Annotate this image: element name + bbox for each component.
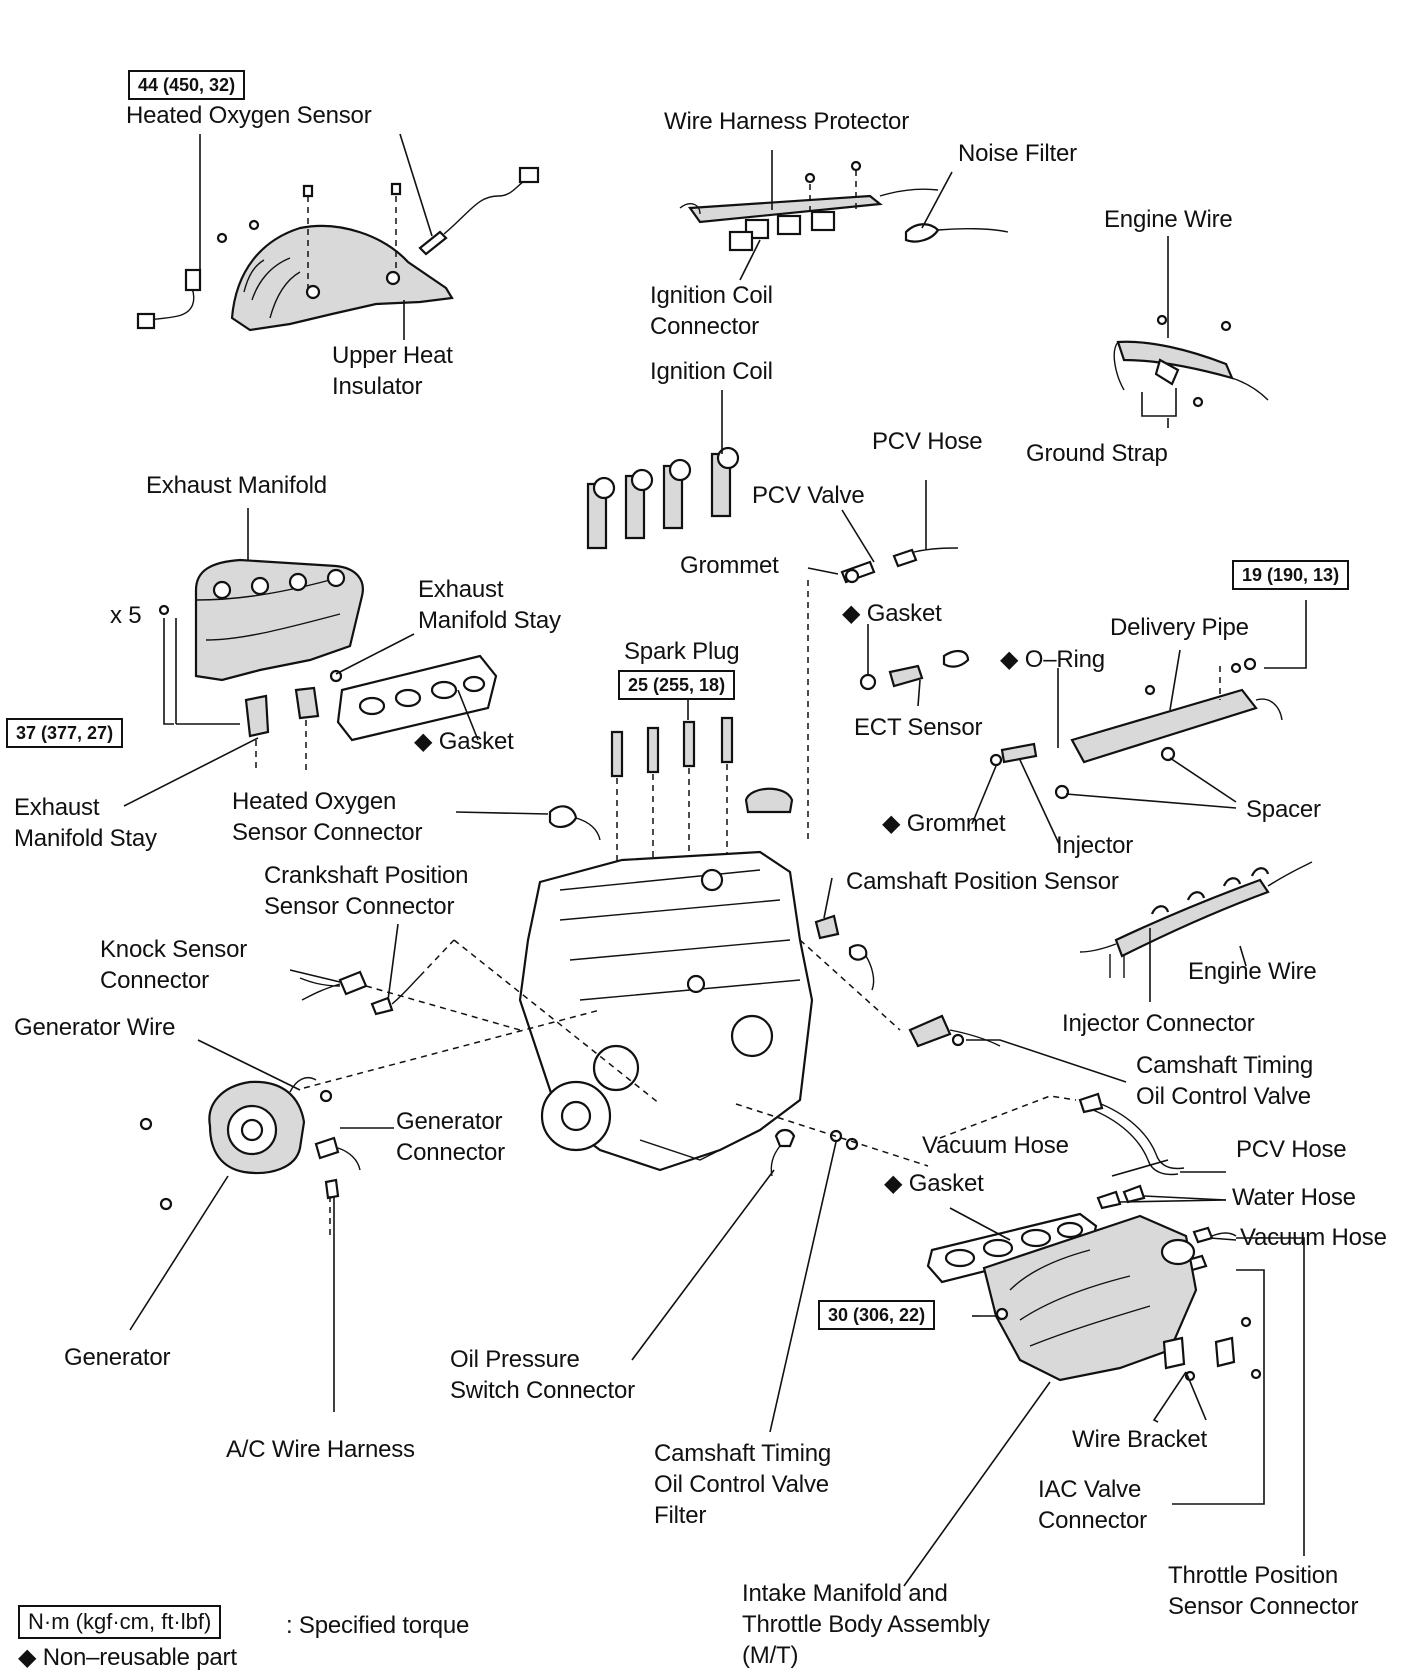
legend-non-reusable: ◆ Non–reusable part bbox=[18, 1644, 237, 1671]
oil-filler-cap-drawing bbox=[744, 787, 794, 814]
legend-torque-text: : Specified torque bbox=[286, 1612, 470, 1639]
label-gasket-intake: ◆ Gasket bbox=[884, 1170, 984, 1197]
exhaust-manifold-drawing bbox=[158, 558, 364, 682]
label-engine-wire-right: Engine Wire bbox=[1188, 958, 1317, 985]
intake-manifold-drawing bbox=[982, 1214, 1262, 1382]
ho2s-connector-drawing bbox=[548, 805, 601, 841]
spark-plugs-drawing bbox=[610, 716, 734, 778]
label-gasket-exhaust: ◆ Gasket bbox=[414, 728, 514, 755]
label-ignition-coil: Ignition Coil bbox=[650, 358, 773, 385]
label-grommet-injector: ◆ Grommet bbox=[882, 810, 1006, 837]
label-noise-filter: Noise Filter bbox=[958, 140, 1077, 167]
label-grommet-top: Grommet bbox=[680, 552, 779, 579]
label-intake-manifold-assembly: Intake Manifold and Throttle Body Assemb… bbox=[742, 1580, 990, 1669]
label-ac-wire-harness: A/C Wire Harness bbox=[226, 1436, 415, 1463]
camshaft-timing-ocv-drawing bbox=[908, 1014, 1001, 1048]
upper-heat-insulator-drawing bbox=[216, 219, 454, 332]
exhaust-manifold-stay-drawing bbox=[244, 669, 343, 738]
label-wire-harness-protector: Wire Harness Protector bbox=[664, 108, 909, 135]
engine-wire-top-drawing bbox=[1113, 314, 1269, 408]
label-spacer: Spacer bbox=[1246, 796, 1321, 823]
label-vacuum-hose-mid: Vacuum Hose bbox=[922, 1132, 1069, 1159]
label-o-ring: ◆ O–Ring bbox=[1000, 646, 1105, 673]
label-exhaust-manifold: Exhaust Manifold bbox=[146, 472, 327, 499]
ect-sensor-drawing bbox=[859, 650, 970, 691]
intake-gasket-drawing bbox=[926, 1212, 1098, 1284]
ignition-coils-drawing bbox=[586, 446, 740, 550]
crankshaft-knock-connectors-drawing bbox=[299, 970, 421, 1016]
label-ignition-coil-connector: Ignition Coil Connector bbox=[650, 282, 773, 340]
label-oil-pressure-switch-connector: Oil Pressure Switch Connector bbox=[450, 1346, 635, 1404]
label-delivery-pipe: Delivery Pipe bbox=[1110, 614, 1249, 641]
label-iac-valve-connector: IAC Valve Connector bbox=[1038, 1476, 1147, 1534]
label-ect-sensor: ECT Sensor bbox=[854, 714, 983, 741]
label-camshaft-position-sensor: Camshaft Position Sensor bbox=[846, 868, 1119, 895]
exhaust-manifold-gasket-drawing bbox=[336, 654, 498, 742]
label-upper-heat-insulator: Upper Heat Insulator bbox=[332, 342, 453, 400]
label-gasket-pcv: ◆ Gasket bbox=[842, 600, 942, 627]
torque-spec-heated-oxygen-sensor: 44 (450, 32) bbox=[128, 70, 246, 100]
label-camshaft-timing-ocv: Camshaft Timing Oil Control Valve bbox=[1136, 1052, 1314, 1110]
label-spark-plug: Spark Plug bbox=[624, 638, 740, 665]
heated-oxygen-sensor-drawing bbox=[136, 166, 540, 330]
oil-pressure-switch-drawing bbox=[770, 1128, 859, 1177]
generator-drawing bbox=[139, 1076, 361, 1211]
label-crankshaft-position-sensor-connector: Crankshaft Position Sensor Connector bbox=[264, 862, 469, 920]
label-wire-bracket: Wire Bracket bbox=[1072, 1426, 1207, 1453]
label-heated-oxygen-sensor-connector: Heated Oxygen Sensor Connector bbox=[232, 788, 423, 846]
label-generator: Generator bbox=[64, 1344, 171, 1371]
torque-spec-delivery-pipe: 19 (190, 13) bbox=[1232, 560, 1350, 590]
label-pcv-valve: PCV Valve bbox=[752, 482, 865, 509]
label-pcv-hose-top: PCV Hose bbox=[872, 428, 983, 455]
engine-block-drawing bbox=[518, 850, 814, 1172]
label-ground-strap: Ground Strap bbox=[1026, 440, 1168, 467]
torque-spec-exhaust-manifold: 37 (377, 27) bbox=[6, 718, 124, 748]
label-engine-wire-top: Engine Wire bbox=[1104, 206, 1233, 233]
label-heated-oxygen-sensor: Heated Oxygen Sensor bbox=[126, 102, 372, 129]
label-vacuum-hose-right: Vacuum Hose bbox=[1240, 1224, 1387, 1251]
label-pcv-hose-right: PCV Hose bbox=[1236, 1136, 1347, 1163]
torque-spec-intake-manifold: 30 (306, 22) bbox=[818, 1300, 936, 1330]
label-generator-wire: Generator Wire bbox=[14, 1014, 176, 1041]
label-camshaft-timing-ocv-filter: Camshaft Timing Oil Control Valve Filter bbox=[654, 1440, 832, 1529]
label-knock-sensor-connector: Knock Sensor Connector bbox=[100, 936, 248, 994]
label-exhaust-manifold-stay-bottom: Exhaust Manifold Stay bbox=[14, 794, 157, 852]
camshaft-position-sensor-drawing bbox=[814, 914, 875, 991]
delivery-pipe-drawing bbox=[1070, 657, 1283, 764]
label-x5: x 5 bbox=[110, 602, 142, 629]
legend-torque-unit: N·m (kgf·cm, ft·lbf) bbox=[18, 1605, 222, 1639]
label-injector: Injector bbox=[1056, 832, 1134, 859]
label-generator-connector: Generator Connector bbox=[396, 1108, 505, 1166]
label-throttle-position-sensor-connector: Throttle Position Sensor Connector bbox=[1168, 1562, 1359, 1620]
engine-wire-right-drawing bbox=[1079, 861, 1313, 978]
label-water-hose: Water Hose bbox=[1232, 1184, 1356, 1211]
label-exhaust-manifold-stay-top: Exhaust Manifold Stay bbox=[418, 576, 561, 634]
label-injector-connector: Injector Connector bbox=[1062, 1010, 1255, 1037]
injector-drawing bbox=[989, 742, 1176, 800]
pcv-valve-drawing bbox=[840, 547, 959, 584]
torque-spec-spark-plug: 25 (255, 18) bbox=[618, 670, 736, 700]
wire-harness-protector-drawing bbox=[679, 160, 1009, 252]
